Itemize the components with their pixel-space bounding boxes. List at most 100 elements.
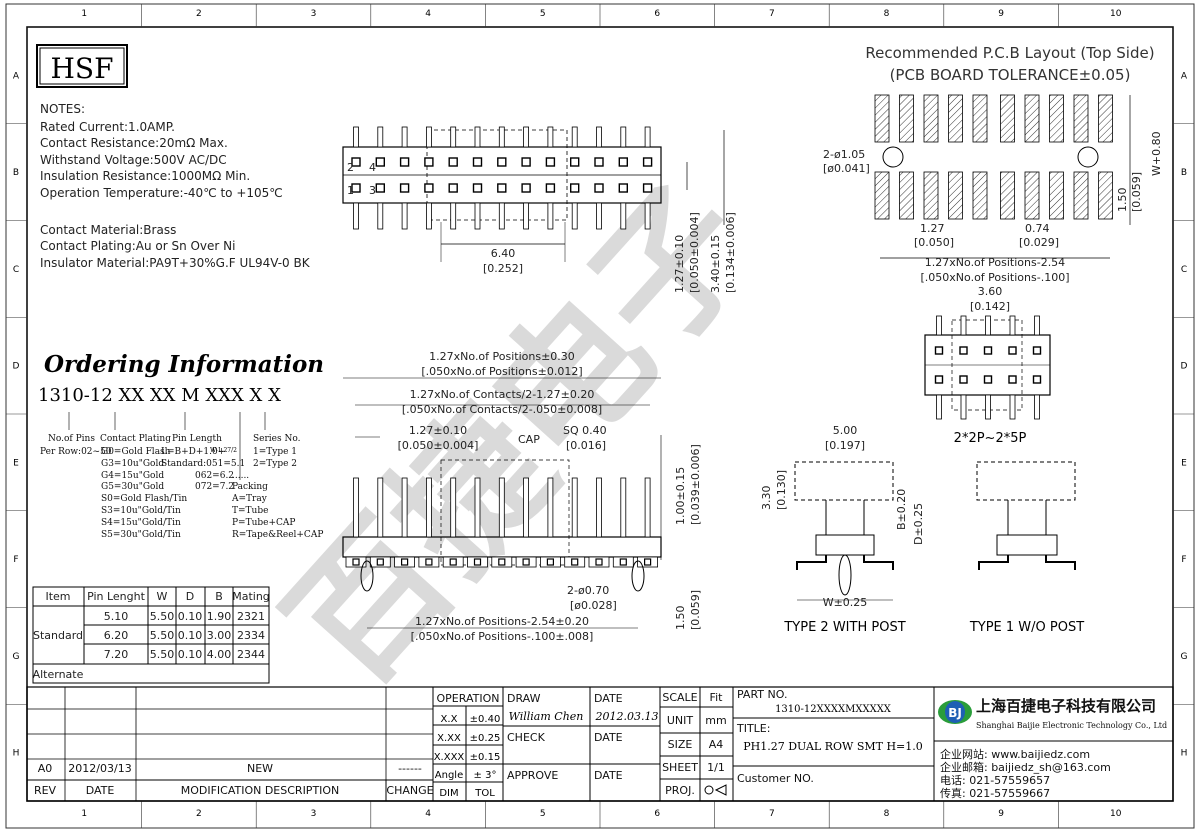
pin-square (934, 346, 944, 355)
pin-square (983, 375, 993, 384)
zone-row-label: G (13, 652, 20, 662)
rev-header: CHANGE (386, 784, 433, 797)
zone-row-label: E (1181, 458, 1187, 468)
company-name-en: Shanghai Baijie Electronic Technology Co… (976, 721, 1167, 730)
check-date-label: DATE (594, 731, 623, 744)
pin-square (497, 183, 507, 193)
pin-length-table: Item Pin Lenght W D B Mating Standard Al… (32, 586, 270, 684)
table-cell: 5.10 (104, 610, 129, 623)
pcb-pad (874, 94, 890, 143)
draw-label: DRAW (507, 692, 541, 705)
pin-square (1032, 375, 1042, 384)
zone-row-label: F (13, 555, 18, 565)
zone-column-label: 5 (540, 809, 546, 819)
pin-tail (547, 202, 554, 230)
top-view-pins (351, 126, 653, 230)
pin-square (375, 183, 385, 193)
pin-tail (960, 315, 967, 336)
pin-tail (425, 126, 432, 148)
company-phone: 电话: 021-57559657 (940, 774, 1050, 787)
zone-column-label: 1 (81, 809, 87, 819)
logo-text: HSF (50, 52, 113, 85)
table-cell: 2344 (237, 648, 265, 661)
zone-row-label: H (13, 749, 20, 759)
zone-row-label: C (1181, 265, 1187, 275)
pin-tail (620, 126, 627, 148)
size-label: SIZE (668, 738, 693, 751)
pcb-pad (1098, 94, 1113, 143)
draw-date: 2012.03.13 (595, 710, 659, 723)
pin-tail (1009, 394, 1016, 420)
pin-tail (571, 126, 578, 148)
ordering-title: Ordering Information (44, 351, 324, 378)
pin-square (448, 157, 458, 167)
pin-tail (1009, 315, 1016, 336)
pcb-pad (923, 171, 939, 220)
pcb-title: Recommended P.C.B Layout (Top Side) (865, 44, 1154, 62)
zone-column-label: 2 (196, 9, 202, 19)
pin-body (353, 477, 359, 538)
company-website: 企业网站: www.baijiedz.com (940, 747, 1090, 761)
table-header: W (157, 590, 168, 603)
pin-tail (596, 126, 602, 148)
dim-text: [0.059] (1130, 172, 1143, 212)
pin-tail (1034, 394, 1040, 420)
zone-column-label: 6 (654, 809, 660, 819)
part-no-value: 1310-12XXXXMXXXXX (775, 704, 892, 715)
pcb-pad (899, 94, 914, 143)
pcb-pad (1073, 171, 1089, 220)
pin-square (1008, 375, 1017, 384)
zone-row-label: B (13, 168, 19, 178)
front-view: 1.27xNo.of Positions±0.30 [.050xNo.of Po… (342, 350, 702, 643)
rev-value: A0 (38, 762, 53, 775)
pin-square (934, 375, 944, 384)
zone-column-label: 3 (311, 9, 317, 19)
zone-row-label: D (1181, 362, 1188, 372)
pin-tail (474, 126, 481, 148)
pcb-subtitle: (PCB BOARD TOLERANCE±0.05) (890, 66, 1131, 84)
pin-tail (936, 394, 942, 420)
dim-text: CAP (518, 433, 540, 446)
dim-text: [ø0.028] (570, 599, 617, 612)
ordering-value: S4=15u"Gold/Tin (101, 518, 181, 528)
dim-text: [ø0.041] (823, 162, 870, 175)
unit-value: mm (705, 714, 726, 727)
pin-square (399, 157, 410, 167)
pcb-pad (948, 171, 963, 220)
company-email: 企业邮箱: baijiedz_sh@163.com (940, 760, 1111, 774)
tol-value: ±0.15 (470, 752, 501, 763)
pin-tail (401, 202, 408, 230)
table-cell: 0.10 (178, 610, 203, 623)
tol-value: ± 3° (474, 770, 497, 781)
table-header: B (215, 590, 223, 603)
dim-text: [.050xNo.of Positions-.100±.008] (411, 630, 594, 643)
dim-text: 2-ø0.70 (567, 584, 609, 597)
dim-text: 3.30 (760, 486, 773, 511)
dim-text: 1.27 (920, 222, 945, 235)
pin-square (351, 183, 361, 193)
zone-column-label: 4 (425, 9, 431, 19)
dim-text: [0.252] (483, 262, 523, 275)
zone-column-label: 5 (540, 9, 546, 19)
dim-text: 3.60 (978, 285, 1003, 298)
dim-text: [0.134±0.006] (724, 212, 737, 293)
rev-change: ------ (398, 762, 422, 775)
side-view-type2: 5.00 [0.197] 3.30 [0.130] B±0.20 D±0.25 … (760, 424, 925, 635)
company-fax: 传真: 021-57559667 (940, 786, 1050, 800)
dim-text: D±0.25 (912, 503, 925, 545)
zone-row-label: G (1181, 652, 1188, 662)
ordering-value: L=B+D+1.0+ (161, 447, 225, 457)
pin-label: 3 (369, 184, 376, 197)
table-cell: 5.50 (150, 629, 175, 642)
pin-body (474, 477, 481, 538)
company-logo-icon: BJ (938, 700, 972, 724)
pin-tail (523, 202, 529, 230)
note-line: Contact Material:Brass (40, 223, 176, 237)
table-group: Alternate (33, 668, 84, 681)
pin-tail (936, 315, 942, 336)
approve-date-label: DATE (594, 769, 623, 782)
dim-text: [0.059] (689, 590, 702, 630)
table-cell: 0.10 (178, 629, 203, 642)
draw-date-label: DATE (594, 692, 623, 705)
dim-text: B±0.20 (895, 489, 908, 530)
